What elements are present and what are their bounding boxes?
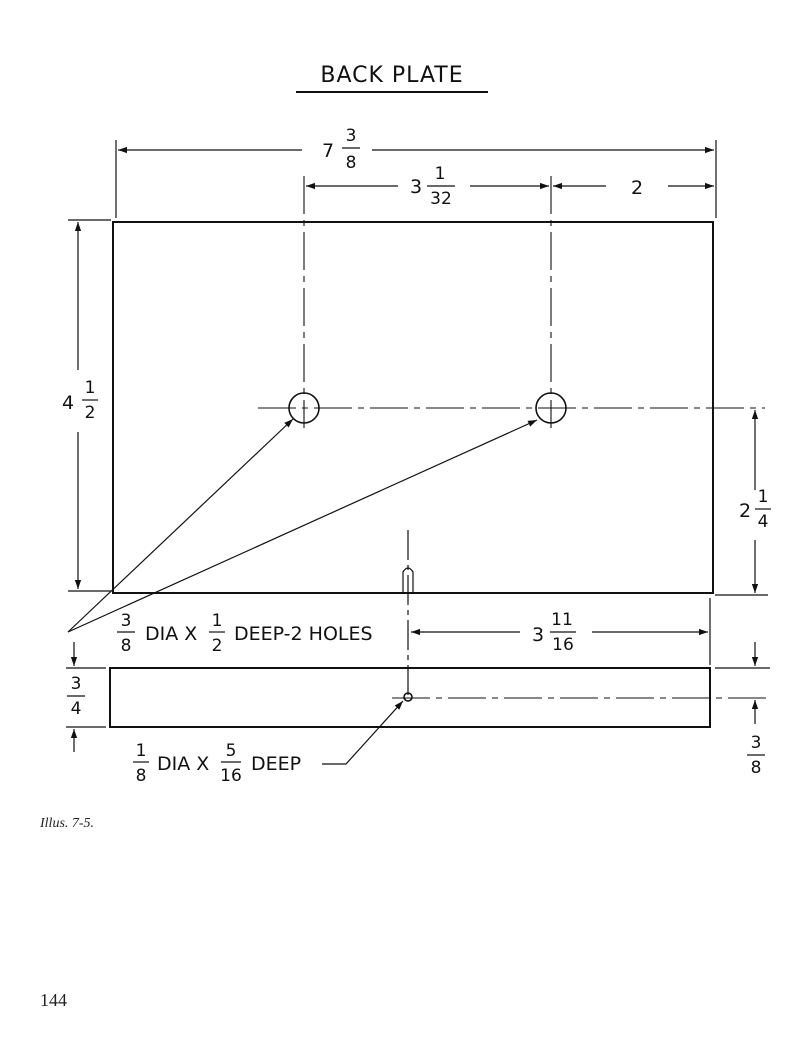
pin-depth-label: 3 8 [747, 733, 765, 778]
svg-text:16: 16 [552, 635, 574, 655]
small-pin-hole [403, 692, 413, 702]
svg-text:1: 1 [136, 741, 147, 761]
svg-text:1: 1 [435, 164, 446, 184]
svg-text:2: 2 [212, 636, 223, 656]
svg-text:3: 3 [751, 733, 762, 753]
svg-text:4: 4 [758, 512, 769, 532]
svg-text:3: 3 [71, 674, 82, 694]
leader-to-hole-1 [67, 418, 294, 633]
hole-height-label: 2 1 4 [739, 487, 771, 532]
figure-caption: Illus. 7-5. [40, 816, 95, 831]
pin-offset-label: 3 11 16 [532, 610, 576, 655]
svg-text:DIA X: DIA X [157, 753, 209, 775]
svg-text:7: 7 [322, 140, 334, 162]
svg-text:3: 3 [410, 176, 422, 198]
svg-text:DEEP: DEEP [251, 753, 301, 775]
svg-text:32: 32 [430, 189, 452, 209]
svg-text:3: 3 [532, 624, 544, 646]
svg-text:4: 4 [71, 699, 82, 719]
leader-to-small-hole [322, 700, 404, 765]
svg-text:11: 11 [551, 610, 573, 630]
svg-text:2: 2 [85, 403, 96, 423]
svg-text:5: 5 [226, 741, 237, 761]
right-offset-label: 2 [631, 177, 643, 199]
overall-width-label: 7 3 8 [322, 126, 360, 173]
svg-text:3: 3 [121, 611, 132, 631]
svg-text:DIA X: DIA X [145, 623, 197, 645]
leader-to-hole-2 [67, 419, 538, 633]
pin-hole-section [402, 567, 414, 594]
svg-text:16: 16 [220, 766, 242, 786]
svg-text:3: 3 [346, 126, 357, 146]
svg-text:8: 8 [751, 758, 762, 778]
drawing-title: BACK PLATE [320, 63, 463, 88]
svg-text:1: 1 [758, 487, 769, 507]
svg-text:8: 8 [121, 636, 132, 656]
svg-text:2: 2 [739, 500, 751, 522]
svg-text:DEEP-2 HOLES: DEEP-2 HOLES [234, 623, 373, 645]
svg-text:8: 8 [136, 766, 147, 786]
large-holes-note: 3 8 DIA X 1 2 DEEP-2 HOLES [117, 611, 373, 656]
small-hole-note: 1 8 DIA X 5 16 DEEP [133, 741, 301, 786]
page-number: 144 [40, 990, 67, 1010]
svg-text:1: 1 [212, 611, 223, 631]
svg-text:8: 8 [346, 153, 357, 173]
hole-spacing-label: 3 1 32 [410, 164, 455, 209]
svg-text:1: 1 [85, 378, 96, 398]
height-label: 4 1 2 [62, 378, 98, 423]
thickness-label: 3 4 [67, 674, 85, 719]
svg-text:4: 4 [62, 392, 74, 414]
